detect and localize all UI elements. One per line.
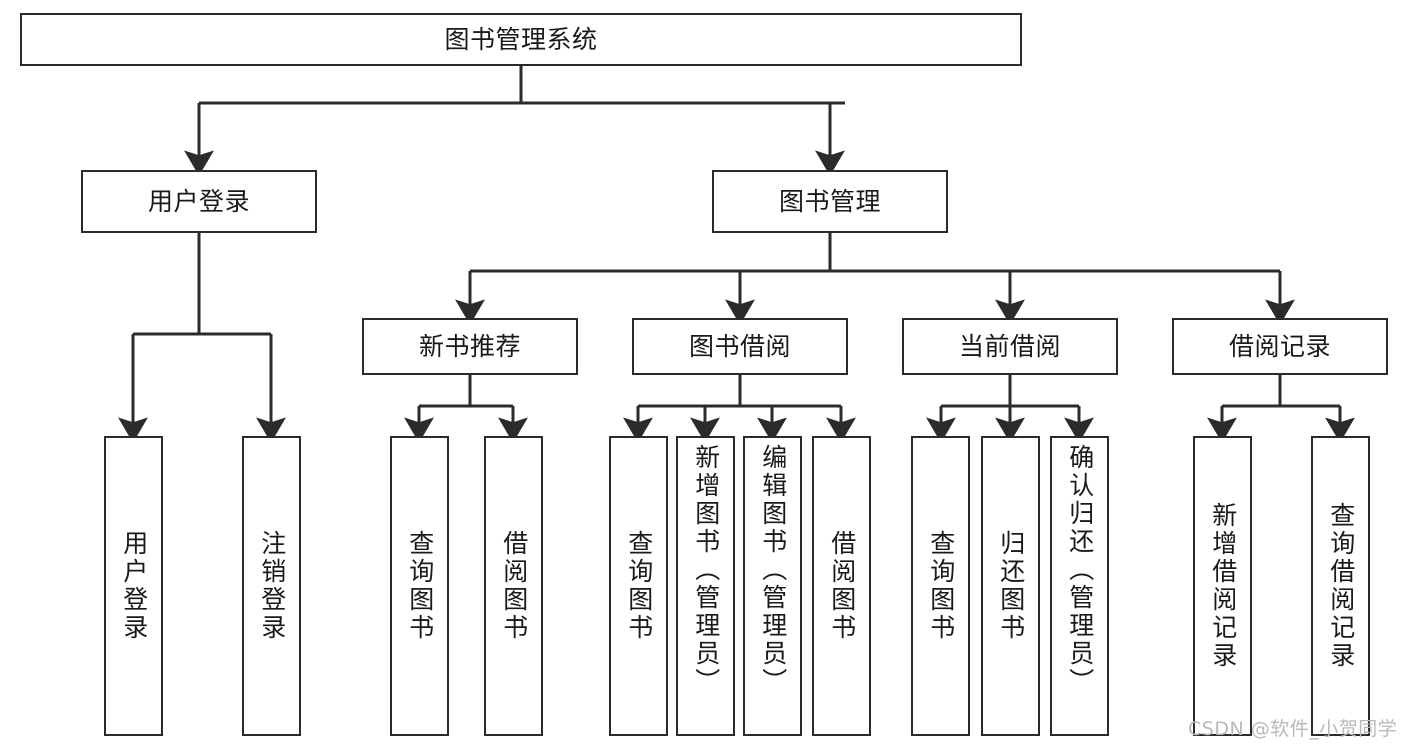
node-book-management-label: 图书管理 [778, 186, 881, 216]
node-leaf-query-books-2[interactable]: 查询图书 [609, 436, 668, 736]
node-leaf-confirm-return-admin[interactable]: 确认归还（管理员） [1050, 436, 1109, 736]
node-leaf-user-login[interactable]: 用户登录 [104, 436, 163, 736]
node-leaf-borrow-books-2-label: 借阅图书 [827, 530, 857, 642]
node-leaf-query-books-3-label: 查询图书 [926, 530, 956, 642]
node-root-book-management-system[interactable]: 图书管理系统 [20, 13, 1022, 66]
node-root-label: 图书管理系统 [444, 24, 598, 54]
node-current-borrow[interactable]: 当前借阅 [902, 318, 1118, 375]
node-current-borrow-label: 当前借阅 [958, 331, 1061, 361]
node-user-login[interactable]: 用户登录 [81, 170, 317, 233]
node-leaf-query-borrow-record[interactable]: 查询借阅记录 [1311, 436, 1370, 736]
node-leaf-add-book-admin[interactable]: 新增图书（管理员） [676, 436, 735, 736]
node-new-book-recommend-label: 新书推荐 [418, 331, 521, 361]
node-leaf-query-books-1-label: 查询图书 [405, 530, 435, 642]
node-leaf-add-book-admin-label: 新增图书（管理员） [691, 444, 721, 696]
node-book-management[interactable]: 图书管理 [712, 170, 948, 233]
node-leaf-user-login-label: 用户登录 [119, 530, 149, 642]
node-leaf-query-books-2-label: 查询图书 [624, 530, 654, 642]
node-leaf-return-books[interactable]: 归还图书 [981, 436, 1040, 736]
node-book-borrow[interactable]: 图书借阅 [632, 318, 848, 375]
node-book-borrow-label: 图书借阅 [688, 331, 791, 361]
node-borrow-record-label: 借阅记录 [1228, 331, 1331, 361]
node-leaf-borrow-books-1-label: 借阅图书 [499, 530, 529, 642]
node-leaf-return-books-label: 归还图书 [996, 530, 1026, 642]
node-leaf-logout-login[interactable]: 注销登录 [242, 436, 301, 736]
node-leaf-borrow-books-2[interactable]: 借阅图书 [812, 436, 871, 736]
node-leaf-edit-book-admin-label: 编辑图书（管理员） [758, 444, 788, 696]
node-leaf-logout-login-label: 注销登录 [257, 530, 287, 642]
node-leaf-query-books-1[interactable]: 查询图书 [390, 436, 449, 736]
node-borrow-record[interactable]: 借阅记录 [1172, 318, 1388, 375]
node-leaf-add-borrow-record-label: 新增借阅记录 [1208, 502, 1238, 670]
node-leaf-add-borrow-record[interactable]: 新增借阅记录 [1193, 436, 1252, 736]
node-new-book-recommend[interactable]: 新书推荐 [362, 318, 578, 375]
node-leaf-borrow-books-1[interactable]: 借阅图书 [484, 436, 543, 736]
csdn-watermark: CSDN @软件_小贺同学 [1188, 718, 1398, 740]
node-user-login-label: 用户登录 [147, 186, 250, 216]
node-leaf-query-borrow-record-label: 查询借阅记录 [1326, 502, 1356, 670]
node-leaf-query-books-3[interactable]: 查询图书 [911, 436, 970, 736]
node-leaf-confirm-return-admin-label: 确认归还（管理员） [1065, 444, 1095, 696]
node-leaf-edit-book-admin[interactable]: 编辑图书（管理员） [743, 436, 802, 736]
